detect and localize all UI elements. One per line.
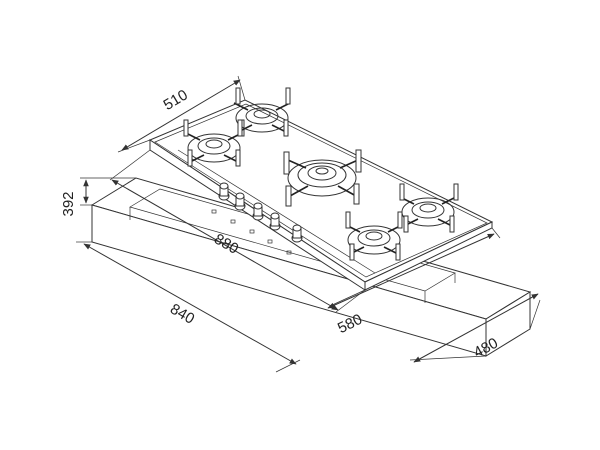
knob — [252, 202, 264, 221]
dimension-label-840: 840 — [167, 300, 197, 327]
knob — [234, 192, 246, 211]
knob — [291, 224, 303, 243]
dimension-label-392: 392 — [60, 191, 77, 216]
dimension-392: 392 — [60, 177, 136, 217]
burner-rear-right — [399, 183, 459, 233]
dimension-label-510: 510 — [161, 86, 191, 113]
knob — [218, 182, 230, 201]
knob — [269, 212, 281, 231]
